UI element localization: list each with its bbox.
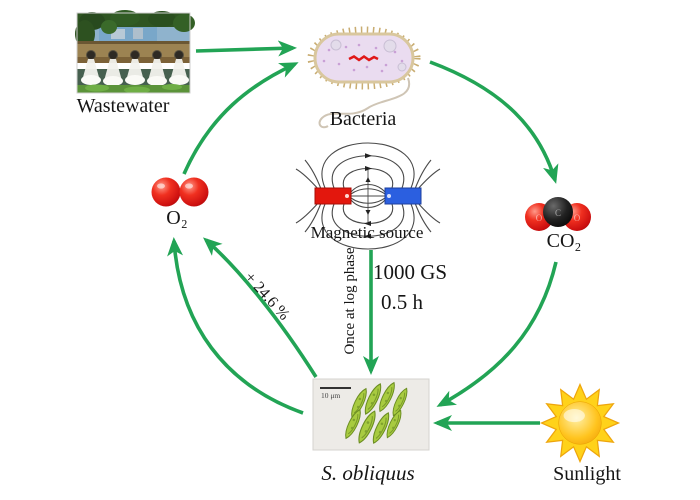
pili <box>307 26 421 90</box>
magnet-north-pole <box>314 187 352 205</box>
wastewater-photo <box>75 10 195 94</box>
cycle-arrows <box>167 40 559 431</box>
algae-micrograph: 10 μm <box>312 378 430 451</box>
bacteria-illustration <box>307 26 421 129</box>
scale-bar-label: 10 μm <box>321 391 340 400</box>
magnet-label: Magnetic source <box>310 223 424 242</box>
field-arrows <box>364 153 372 239</box>
arrow-algae-to-o2-increase <box>203 237 318 378</box>
oxygen-atom-letter: O <box>574 213 581 223</box>
application-timing-label: Once at log phase <box>342 247 358 355</box>
dna-strand <box>348 54 379 62</box>
magnet-illustration <box>295 142 441 250</box>
co2-molecule: O O C <box>525 197 591 231</box>
exposure-time-label: 0.5 h <box>381 290 423 314</box>
arrow-bacteria-to-co2 <box>429 60 559 184</box>
arrow-o2-to-bacteria <box>182 62 299 175</box>
co2-label: CO₂ <box>546 230 582 252</box>
carbon-atom-letter: C <box>555 208 561 218</box>
cytoplasm-dots <box>322 43 404 73</box>
water-spouts <box>82 59 188 81</box>
foam <box>81 75 189 86</box>
sunlight-label: Sunlight <box>553 463 621 485</box>
arrow-wastewater-to-bacteria <box>195 40 297 57</box>
wastewater-label: Wastewater <box>76 95 170 117</box>
o2-molecule <box>151 177 209 207</box>
arrow-co2-to-algae <box>436 261 558 407</box>
oxygen-atom-letter: O <box>536 213 543 223</box>
magnet-south-pole <box>384 187 422 205</box>
sun-icon <box>539 382 621 464</box>
o2-label: O₂ <box>166 207 188 229</box>
bacteria-label: Bacteria <box>329 108 397 130</box>
flagellum <box>318 77 411 129</box>
arrow-algae-to-o2 <box>167 237 304 415</box>
field-strength-label: 1000 GS <box>373 260 448 284</box>
algae-label: S. obliquus <box>321 461 415 485</box>
